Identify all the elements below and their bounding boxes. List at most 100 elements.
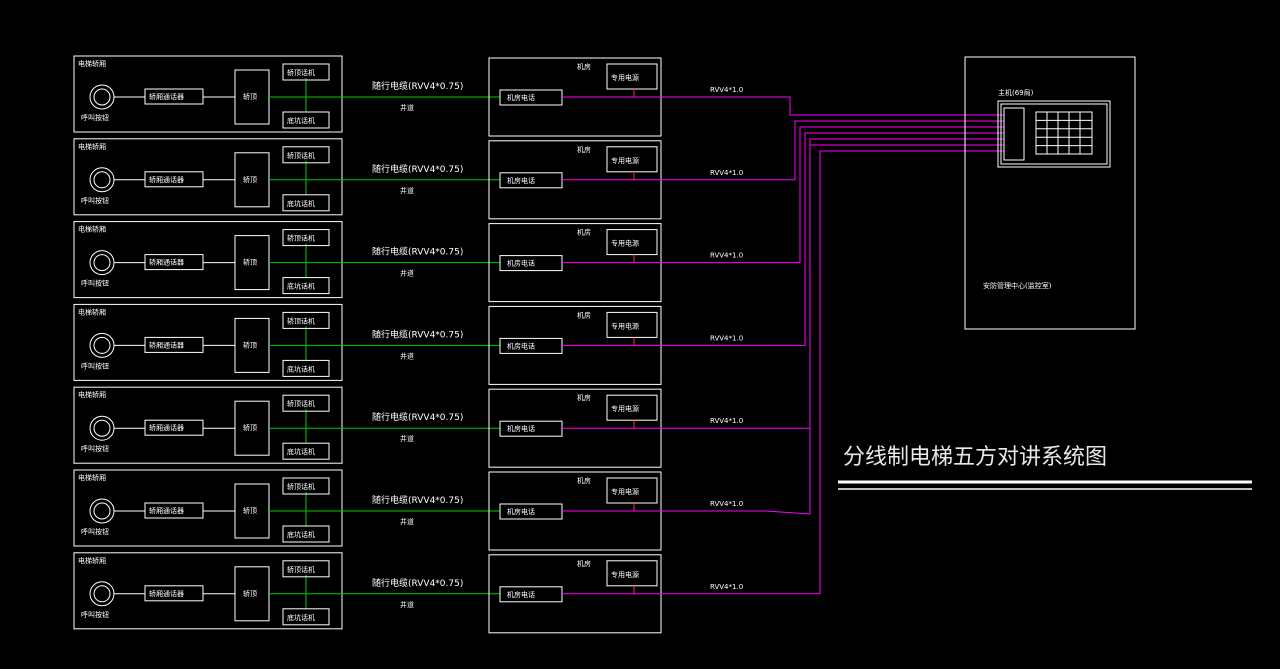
pit-phone-box (282, 608, 330, 626)
machine-room-label: 机房 (577, 559, 591, 568)
roof-phone-box (282, 394, 330, 412)
security-center-box (964, 56, 1136, 330)
car-label: 电梯轿厢 (78, 473, 106, 482)
machine-phone-label: 机房电话 (507, 176, 535, 185)
car-panel (73, 386, 343, 464)
car-panel (73, 221, 343, 299)
rvv-cable-label: RVV4*1.0 (710, 169, 743, 177)
call-button-inner-ring (93, 502, 111, 520)
call-button-inner-ring (93, 336, 111, 354)
host-keypad-grid (1035, 111, 1093, 155)
roof-phone-box (282, 560, 330, 578)
host-route-line (766, 96, 1004, 116)
roof-phone-label: 轿顶话机 (287, 482, 315, 491)
host-panel (1003, 107, 1025, 161)
elevator-rows: 电梯轿厢呼叫按钮轿厢通话器轿顶轿顶话机底坑话机随行电缆(RVV4*0.75)井道… (73, 55, 1004, 634)
dedicated-power-label: 专用电源 (611, 73, 639, 82)
dedicated-power-box (606, 229, 658, 256)
car-panel (73, 55, 343, 133)
car-panel (73, 303, 343, 381)
rvv-cable-label: RVV4*1.0 (710, 86, 743, 94)
roof-phone-box (282, 477, 330, 495)
machine-room-label: 机房 (577, 228, 591, 237)
dedicated-power-label: 专用电源 (611, 156, 639, 165)
pit-phone-box (282, 359, 330, 377)
machine-phone-label: 机房电话 (507, 424, 535, 433)
shaft-label: 井道 (400, 269, 414, 278)
travel-cable-label: 随行电缆(RVV4*0.75) (372, 577, 463, 589)
car-panel (73, 469, 343, 547)
dedicated-power-box (606, 560, 658, 587)
dedicated-power-label: 专用电源 (611, 321, 639, 330)
roof-phone-box (282, 63, 330, 81)
car-intercom-label: 轿厢通话器 (149, 258, 184, 267)
host-route-line (766, 126, 1004, 264)
roof-phone-label: 轿顶话机 (287, 68, 315, 77)
pit-phone-label: 底坑话机 (287, 447, 315, 456)
car-roof-label: 轿顶 (243, 589, 257, 598)
call-button-label: 呼叫按钮 (81, 610, 109, 619)
pit-phone-box (282, 194, 330, 212)
car-intercom-label: 轿厢通话器 (149, 340, 184, 349)
roof-phone-box (282, 229, 330, 247)
roof-phone-label: 轿顶话机 (287, 316, 315, 325)
shaft-label: 井道 (400, 186, 414, 195)
machine-room-label: 机房 (577, 393, 591, 402)
pit-phone-box (282, 277, 330, 295)
car-intercom-label: 轿厢通话器 (149, 92, 184, 101)
call-button-label: 呼叫按钮 (81, 196, 109, 205)
call-button-inner-ring (93, 585, 111, 603)
pit-phone-label: 底坑话机 (287, 613, 315, 622)
machine-phone-label: 机房电话 (507, 93, 535, 102)
host-route-line (766, 150, 1004, 595)
shaft-label: 井道 (400, 517, 414, 526)
car-roof-label: 轿顶 (243, 92, 257, 101)
roof-phone-label: 轿顶话机 (287, 565, 315, 574)
host-label: 主机(69局) (998, 88, 1034, 97)
travel-cable-label: 随行电缆(RVV4*0.75) (372, 163, 463, 175)
rvv-cable-label: RVV4*1.0 (710, 500, 743, 508)
call-button-label: 呼叫按钮 (81, 113, 109, 122)
dedicated-power-box (606, 477, 658, 504)
car-intercom-label: 轿厢通话器 (149, 506, 184, 515)
dedicated-power-box (606, 394, 658, 421)
shaft-label: 井道 (400, 600, 414, 609)
call-button-label: 呼叫按钮 (81, 444, 109, 453)
pit-phone-label: 底坑话机 (287, 199, 315, 208)
car-intercom-label: 轿厢通话器 (149, 589, 184, 598)
travel-cable-label: 随行电缆(RVV4*0.75) (372, 494, 463, 506)
dedicated-power-box (606, 63, 658, 90)
call-button-label: 呼叫按钮 (81, 361, 109, 370)
host-inner-box (1000, 103, 1108, 165)
call-button-inner-ring (93, 419, 111, 437)
elevator-row: 电梯轿厢呼叫按钮轿厢通话器轿顶轿顶话机底坑话机随行电缆(RVV4*0.75)井道… (73, 120, 1004, 220)
rvv-cable-label: RVV4*1.0 (710, 252, 743, 260)
pit-phone-label: 底坑话机 (287, 116, 315, 125)
car-roof-label: 轿顶 (243, 258, 257, 267)
pit-phone-box (282, 525, 330, 543)
call-button-label: 呼叫按钮 (81, 527, 109, 536)
car-intercom-label: 轿厢通话器 (149, 175, 184, 184)
host-route-line (765, 144, 1004, 515)
car-label: 电梯轿厢 (78, 390, 106, 399)
car-label: 电梯轿厢 (78, 225, 106, 234)
car-roof-label: 轿顶 (243, 340, 257, 349)
host-box (997, 100, 1111, 168)
car-roof-label: 轿顶 (243, 175, 257, 184)
diagram-title: 分线制电梯五方对讲系统图 (843, 445, 1107, 470)
dedicated-power-label: 专用电源 (611, 404, 639, 413)
security-center: 主机(69局) 安防管理中心(监控室) (964, 56, 1136, 330)
machine-phone-label: 机房电话 (507, 507, 535, 516)
call-button-inner-ring (93, 88, 111, 106)
car-label: 电梯轿厢 (78, 307, 106, 316)
machine-phone-label: 机房电话 (507, 341, 535, 350)
elevator-row: 电梯轿厢呼叫按钮轿厢通话器轿顶轿顶话机底坑话机随行电缆(RVV4*0.75)井道… (73, 55, 1004, 137)
rvv-cable-label: RVV4*1.0 (710, 583, 743, 591)
machine-phone-label: 机房电话 (507, 259, 535, 268)
travel-cable-label: 随行电缆(RVV4*0.75) (372, 246, 463, 258)
host-route-line (766, 120, 1004, 181)
machine-room-label: 机房 (577, 476, 591, 485)
dedicated-power-label: 专用电源 (611, 239, 639, 248)
